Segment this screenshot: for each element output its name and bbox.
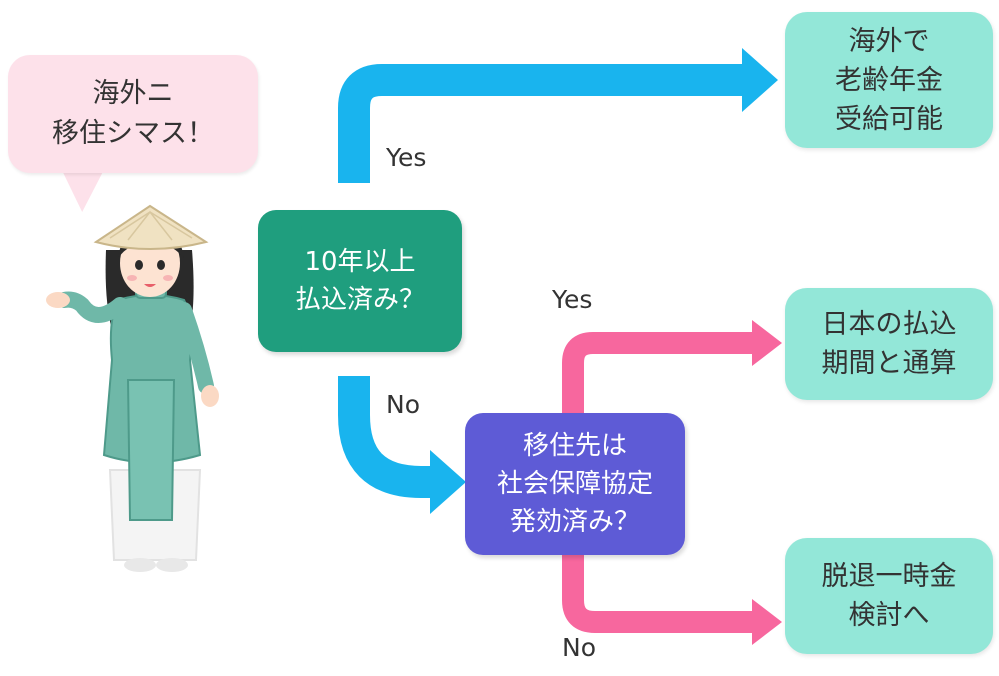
speech-bubble-tail xyxy=(58,170,104,212)
woman-in-ao-dai-illustration xyxy=(46,204,219,572)
result-overseas-pension: 海外で 老齢年金 受給可能 xyxy=(785,12,993,148)
no-arrow-to-lump-sum xyxy=(562,555,782,645)
speech-bubble: 海外ニ 移住シマス！ xyxy=(8,55,258,173)
yes-arrow-to-period-totalization xyxy=(562,320,782,413)
result-lump-sum: 脱退一時金 検討へ xyxy=(785,538,993,654)
label-no-top: No xyxy=(386,390,420,419)
result-period-totalization: 日本の払込 期間と通算 xyxy=(785,288,993,400)
label-yes-top: Yes xyxy=(386,143,427,172)
label-yes-bottom: Yes xyxy=(552,285,593,314)
label-no-bottom: No xyxy=(562,633,596,662)
yes-arrow-to-overseas-pension xyxy=(338,48,778,183)
no-arrow-to-agreement-check xyxy=(338,376,466,514)
decision-social-security-agreement: 移住先は 社会保障協定 発効済み？ xyxy=(465,413,685,555)
decision-10-years-paid: 10年以上 払込済み？ xyxy=(258,210,462,352)
